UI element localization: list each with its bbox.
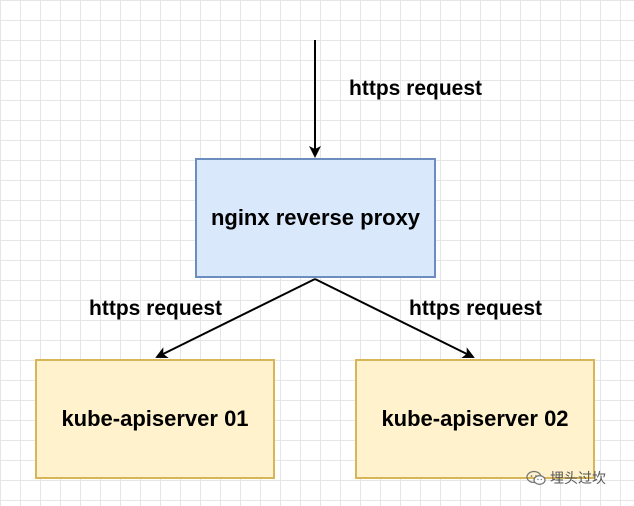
nginx-reverse-proxy-node: nginx reverse proxy [195, 158, 436, 278]
edge-label-apiserver-1: https request [89, 297, 223, 320]
kube-apiserver-01-node: kube-apiserver 01 [35, 359, 275, 479]
proxy-node-label: nginx reverse proxy [210, 205, 421, 230]
incoming-edge-label: https request [349, 77, 483, 100]
apiserver-2-node-label: kube-apiserver 02 [381, 406, 569, 431]
wechat-icon [526, 470, 546, 485]
arrow-to-apiserver-1 [155, 278, 316, 358]
kube-apiserver-02-node: kube-apiserver 02 [355, 359, 595, 479]
arrow-to-apiserver-2 [314, 278, 475, 358]
watermark: 埋头过坎 [526, 468, 606, 488]
apiserver-1-node-label: kube-apiserver 01 [61, 406, 249, 431]
watermark-text: 埋头过坎 [550, 471, 606, 487]
edge-label-apiserver-2: https request [409, 297, 543, 320]
